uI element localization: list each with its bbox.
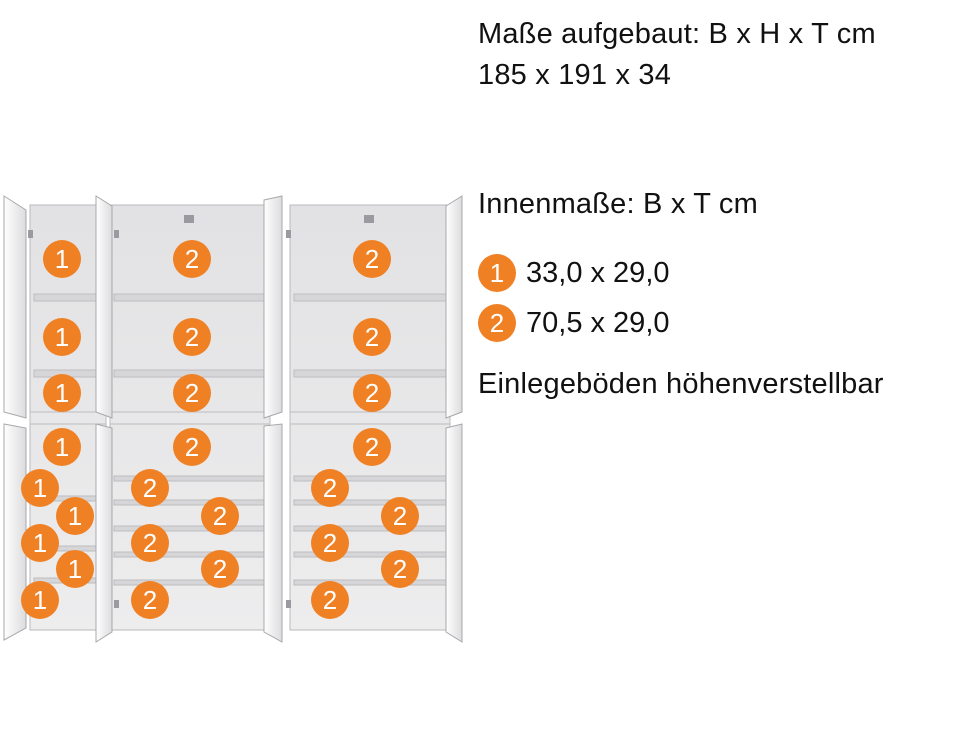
marker-2: 2	[353, 374, 391, 412]
marker-1: 1	[56, 550, 94, 588]
marker-1: 1	[43, 240, 81, 278]
marker-2: 2	[311, 469, 349, 507]
marker-1: 1	[43, 374, 81, 412]
cabinet-illustration	[3, 195, 463, 643]
dimensions-value: 185 x 191 x 34	[478, 59, 672, 91]
marker-1: 1	[43, 428, 81, 466]
legend-value-1: 33,0 x 29,0	[526, 256, 670, 289]
marker-2: 2	[131, 469, 169, 507]
marker-2: 2	[311, 581, 349, 619]
legend-item-1: 1 33,0 x 29,0	[478, 254, 670, 292]
legend-value-2: 70,5 x 29,0	[526, 306, 670, 339]
marker-2: 2	[353, 240, 391, 278]
marker-2: 2	[131, 581, 169, 619]
marker-2: 2	[311, 524, 349, 562]
marker-1: 1	[21, 581, 59, 619]
marker-2: 2	[173, 428, 211, 466]
marker-2: 2	[381, 497, 419, 535]
marker-2: 2	[201, 550, 239, 588]
marker-2: 2	[173, 374, 211, 412]
legend-badge-1: 1	[478, 254, 516, 292]
marker-1: 1	[56, 497, 94, 535]
marker-2: 2	[131, 524, 169, 562]
inner-dimensions-heading: Innenmaße: B x T cm	[478, 188, 758, 220]
adjustable-shelves-note: Einlegeböden höhenverstellbar	[478, 368, 884, 400]
legend-badge-2: 2	[478, 304, 516, 342]
marker-2: 2	[353, 428, 391, 466]
marker-1: 1	[21, 469, 59, 507]
marker-2: 2	[173, 318, 211, 356]
marker-2: 2	[381, 550, 419, 588]
marker-2: 2	[173, 240, 211, 278]
marker-1: 1	[21, 524, 59, 562]
doors	[3, 195, 463, 643]
marker-2: 2	[201, 497, 239, 535]
legend-item-2: 2 70,5 x 29,0	[478, 304, 670, 342]
marker-1: 1	[43, 318, 81, 356]
marker-2: 2	[353, 318, 391, 356]
dimensions-heading: Maße aufgebaut: B x H x T cm	[478, 18, 876, 50]
